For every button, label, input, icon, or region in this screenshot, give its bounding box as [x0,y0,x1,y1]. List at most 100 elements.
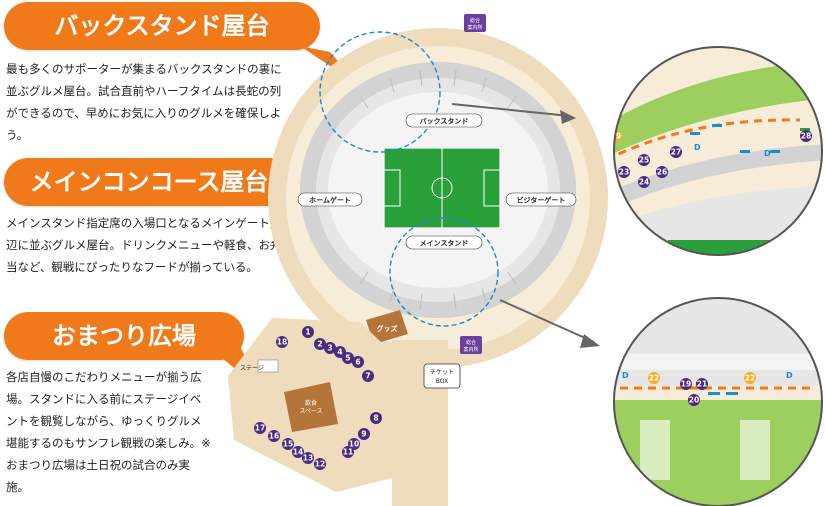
goods-label: グッズ [377,324,398,333]
plaza-badge-12 [302,452,314,464]
zoom2-d2: D [786,371,793,380]
home-gate-label: ホームゲート [309,196,351,205]
section-desc-back-stand: 最も多くのサポーターが集まるバックスタンドの裏に並ぶグルメ屋台。試合直前やハーフ… [6,62,282,142]
plaza-number-11: 12 [315,460,325,469]
zoom1-number-1: 24 [639,178,649,187]
plaza-badge-7 [370,412,382,424]
section-title-main-concourse: メインコンコース屋台 [4,158,294,206]
info-badge-bottom [460,336,482,354]
zoom2-bar-a [708,392,720,395]
plaza-number-6: 7 [365,372,370,381]
main-stand-label-bg [405,235,483,250]
zoom1-badge-5 [800,130,812,142]
visitor-gate-label: ビジターゲート [517,196,566,205]
home-gate-label-bg [297,192,363,207]
zoom2-badge-2 [696,378,708,390]
zoom1-d1: D [694,143,701,152]
zoom1-number-5: 28 [801,132,811,141]
highlight-back-stand [319,31,441,153]
zoom1-bar-d [770,150,780,153]
zoom1-number-0: 23 [619,168,629,177]
plaza-badge-2 [324,342,336,354]
zoom1-number-2: 25 [639,156,649,165]
zoom1-badge-1 [638,176,650,188]
zoom2-steps-right [740,420,770,480]
zoom1-badge-2 [638,154,650,166]
zoom2-number-1: 20 [689,396,699,405]
eating-line1: 飲食 [305,399,317,407]
eating-space [284,382,338,432]
zoom1-d2: D [764,149,771,158]
plaza-badge-10 [342,446,354,458]
highlight-main-stand [389,217,499,327]
zoom2-bar-b [726,392,738,395]
plaza-badge-0 [302,326,314,338]
zoom2-badge-0 [680,378,692,390]
plaza-number-10: 11 [343,448,353,457]
zoom2-d1: D [622,371,629,380]
stage [257,359,279,373]
section-title-festival-plaza: おまつり広場 [4,312,244,360]
zoom2-border [613,297,823,506]
ticket-line2: BOX [436,378,448,385]
zoom1-badge-4 [670,146,682,158]
zoom2-steps-left [640,420,670,480]
info-bottom-line1: 総合 [466,339,476,346]
plaza-badge-15 [268,430,280,442]
plaza-badge-8 [358,428,370,440]
info-top-line2: 案内所 [467,24,482,31]
zoom1-stand-band [614,144,822,210]
plaza-badge-17 [276,336,288,348]
back-stand-label: バックスタンド [420,117,469,126]
info-top-line1: 総合 [470,17,480,24]
plaza-number-9: 10 [349,440,359,449]
section-title-back-stand: バックスタンド屋台 [4,2,320,50]
zoom1-bar-e [800,128,810,131]
section-desc-main-concourse: メインスタンド指定席の入場口となるメインゲート周辺に並ぶグルメ屋台。ドリンクメニ… [6,216,282,274]
arrow-head-back [560,110,576,124]
plaza-badge-1 [314,338,326,350]
plaza-number-4: 5 [345,354,350,363]
plaza-number-3: 4 [337,348,342,357]
zoom1-stall-line [614,118,801,162]
zoom2-badge-4 [744,372,756,384]
plaza-badge-13 [292,446,304,458]
penalty-box-right [483,169,501,207]
plaza-number-0: 1 [305,328,310,337]
plaza-badge-11 [314,458,326,470]
arrow-line-main [499,299,595,343]
plaza-badge-4 [342,352,354,364]
plaza-number-12: 13 [303,454,313,463]
zoom2-badge-3 [648,372,660,384]
zoom2-number-2: 21 [697,380,707,389]
zoom1-bar-b [712,124,722,127]
visitor-gate-label-bg [505,192,577,207]
plaza-number-1: 2 [317,340,322,349]
plaza-number-2: 3 [327,344,332,353]
plaza-number-7: 8 [373,414,378,423]
ticket-line1: チケット [430,369,454,376]
zoom1-bar-a [690,132,700,135]
zoom1-grass [614,60,822,160]
eating-line2: スペース [299,408,322,415]
zoom2-number-4: 22 [745,374,755,383]
zoom2-concourse [614,354,822,370]
plaza-number-17: 18 [277,338,287,347]
stage-label: ステージ [240,365,264,372]
main-stand-label: メインスタンド [420,239,469,248]
pitch-center-circle [431,177,453,199]
penalty-box-left [383,169,401,207]
zoom1-number-4: 27 [671,148,681,157]
plaza-badge-16 [254,422,266,434]
plaza-badge-14 [282,438,294,450]
plaza-number-13: 14 [293,448,303,457]
zoom2-number-0: 19 [681,380,691,389]
ticket-box [423,363,461,389]
zoom1-number-3: 26 [657,168,667,177]
section-desc-festival-plaza: 各店自慢のこだわりメニューが揃う広場。スタンドに入る前にステージイベントを観覧し… [6,370,211,494]
plaza-number-15: 16 [269,432,279,441]
